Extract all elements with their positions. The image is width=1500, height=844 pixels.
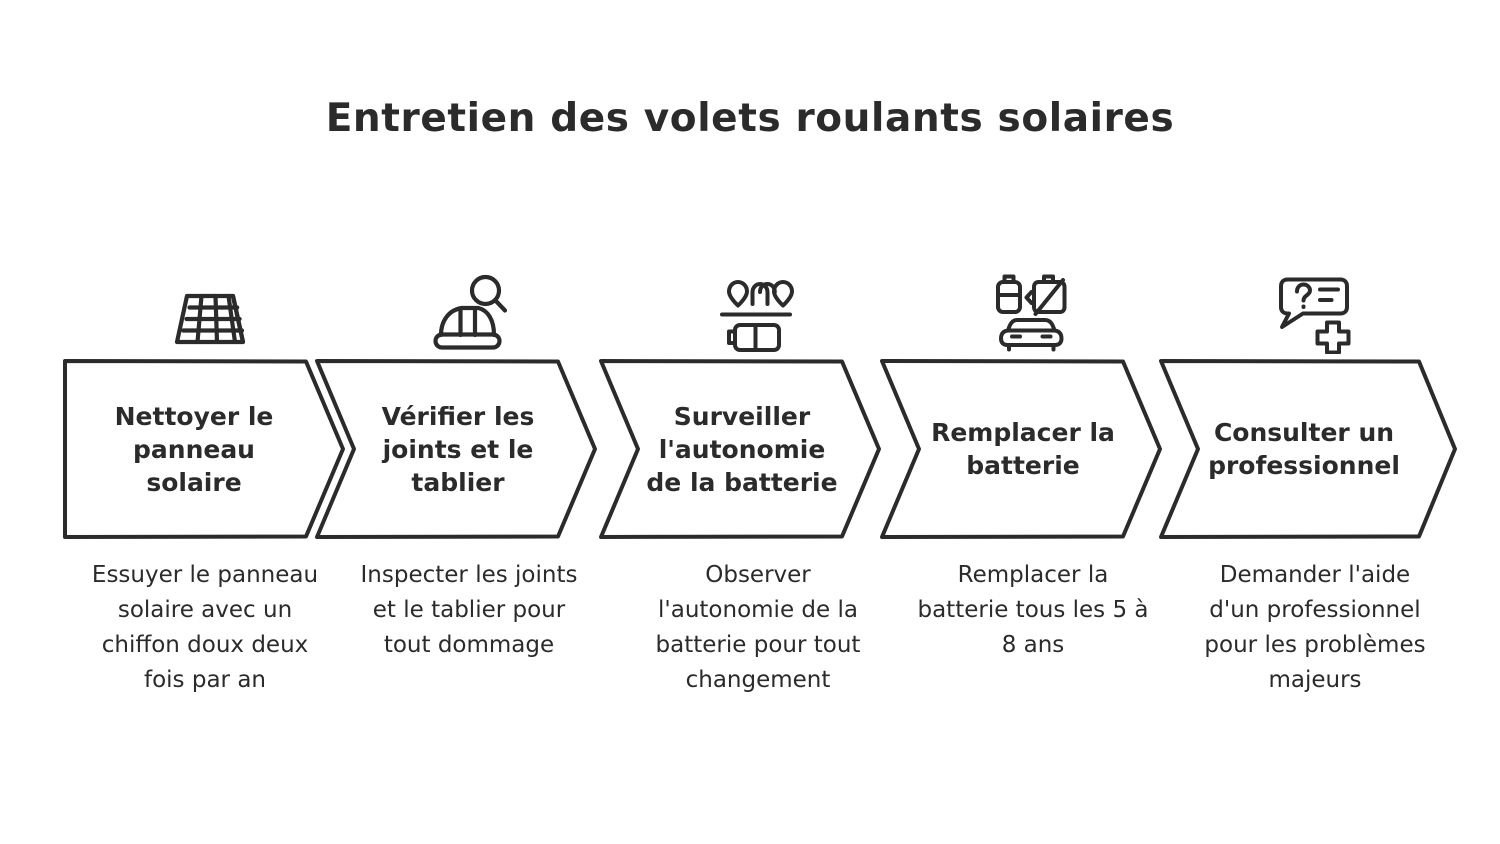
step-label-3: Surveiller l'autonomie de la batterie bbox=[646, 401, 838, 497]
page-title: Entretien des volets roulants solaires bbox=[325, 96, 1175, 141]
process-step-2[interactable]: Vérifier les joints et le tablier Inspec… bbox=[314, 262, 598, 802]
step-label-1: Nettoyer le panneau solaire bbox=[114, 401, 274, 497]
process-flow: Nettoyer le panneau solaire Essuyer le p… bbox=[62, 262, 1462, 802]
chevron-band-5[interactable]: Consulter un professionnel bbox=[1158, 358, 1457, 540]
step-description-4: Remplacer la batterie tous les 5 à 8 ans bbox=[917, 562, 1149, 658]
step-description-1: Essuyer le panneau solaire avec un chiff… bbox=[91, 562, 319, 693]
process-step-4[interactable]: Remplacer la batterie Remplacer la batte… bbox=[879, 262, 1163, 802]
step-label-2: Vérifier les joints et le tablier bbox=[381, 401, 535, 497]
battery-monitor-icon bbox=[612, 262, 896, 354]
process-step-3[interactable]: Surveiller l'autonomie de la batterie Ob… bbox=[598, 262, 882, 802]
process-step-1[interactable]: Nettoyer le panneau solaire Essuyer le p… bbox=[62, 262, 346, 802]
step-label-4: Remplacer la batterie bbox=[931, 418, 1115, 480]
battery-replace-car-icon bbox=[889, 262, 1173, 354]
chevron-band-2[interactable]: Vérifier les joints et le tablier bbox=[314, 358, 598, 540]
chevron-band-1[interactable]: Nettoyer le panneau solaire bbox=[62, 358, 346, 540]
step-description-2: Inspecter les joints et le tablier pour … bbox=[360, 562, 578, 658]
solar-panel-icon bbox=[68, 262, 352, 354]
help-question-plus-icon bbox=[1174, 262, 1458, 354]
step-description-3: Observer l'autonomie de la batterie pour… bbox=[655, 562, 861, 693]
hard-hat-magnifier-icon bbox=[328, 262, 612, 354]
step-label-5: Consulter un professionnel bbox=[1208, 418, 1400, 480]
step-description-5: Demander l'aide d'un professionnel pour … bbox=[1204, 562, 1426, 693]
chevron-band-3[interactable]: Surveiller l'autonomie de la batterie bbox=[598, 358, 882, 540]
process-step-5[interactable]: Consulter un professionnel Demander l'ai… bbox=[1158, 262, 1457, 802]
chevron-band-4[interactable]: Remplacer la batterie bbox=[879, 358, 1163, 540]
